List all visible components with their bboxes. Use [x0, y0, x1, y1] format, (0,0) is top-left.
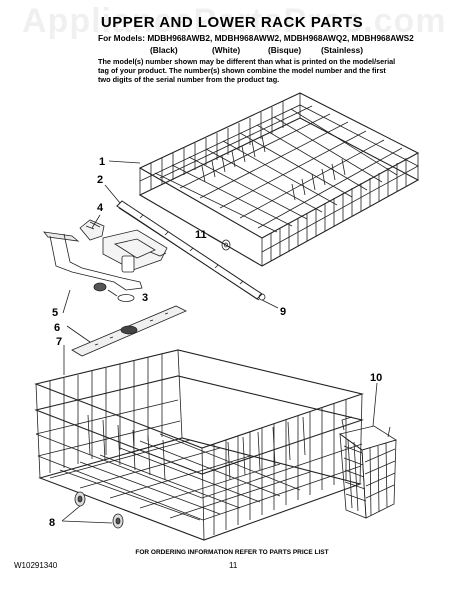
watermark: AppliancePartsPros.com: [22, 2, 447, 40]
callout-9: 9: [280, 306, 286, 318]
rack-clip-drawing: [79, 219, 105, 241]
upper-spray-arm-drawing: [43, 231, 143, 302]
variant-bisque: (Bisque): [268, 45, 302, 55]
leader-lines: [61, 160, 378, 524]
callout-6: 6: [54, 322, 60, 334]
page-title: UPPER AND LOWER RACK PARTS: [100, 14, 364, 31]
variant-black: (Black): [150, 45, 178, 55]
rack-rail-drawing: [116, 200, 266, 301]
water-manifold-drawing: [102, 229, 168, 273]
lower-spray-arm-drawing: [71, 305, 187, 357]
callout-1: 1: [99, 156, 105, 168]
variant-stainless: (Stainless): [321, 45, 363, 55]
callout-5: 5: [52, 307, 58, 319]
models-line: For Models: MDBH968AWB2, MDBH968AWW2, MD…: [98, 33, 414, 43]
silverware-basket-drawing: [339, 416, 397, 519]
ordering-info-footer: FOR ORDERING INFORMATION REFER TO PARTS …: [135, 549, 329, 556]
variant-white: (White): [212, 45, 241, 55]
callout-10: 10: [370, 372, 382, 384]
lower-rack-drawing: [34, 349, 364, 541]
callout-7: 7: [56, 336, 62, 348]
page-number: 11: [229, 561, 238, 570]
upper-rack-drawing: [138, 92, 420, 267]
lower-rack-wheel-drawing: [74, 491, 124, 529]
callout-2: 2: [97, 174, 103, 186]
callout-3: 3: [142, 292, 148, 304]
rail-roller-drawing: [221, 239, 231, 251]
callout-11: 11: [195, 229, 207, 241]
callout-8: 8: [49, 517, 55, 529]
document-number: W10291340: [14, 561, 58, 570]
callout-4: 4: [97, 202, 104, 214]
model-note: The model(s) number shown may be differe…: [98, 57, 396, 84]
